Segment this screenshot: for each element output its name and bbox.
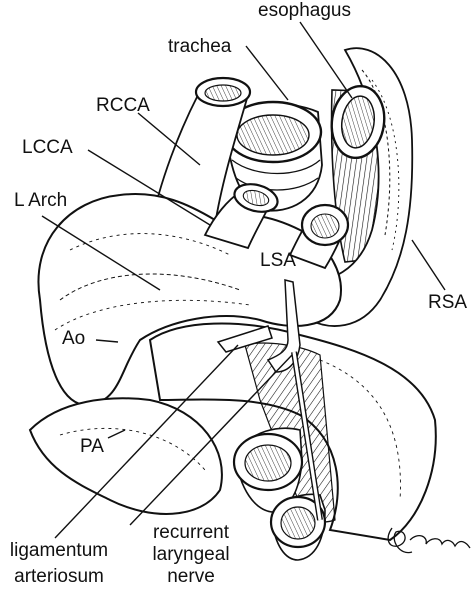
label-rsa: RSA	[428, 292, 468, 313]
label-esophagus: esophagus	[258, 0, 351, 21]
label-recurrent-laryngeal-nerve: recurrent laryngeal nerve	[136, 522, 246, 588]
label-ligamentum-line2: arteriosum	[14, 566, 104, 587]
leader-rsa	[411, 239, 446, 291]
label-trachea: trachea	[168, 36, 232, 57]
leader-ao	[95, 339, 119, 343]
leader-lcca	[87, 149, 211, 226]
pulmonary-artery	[28, 397, 223, 515]
label-l-arch: L Arch	[14, 190, 68, 211]
leader-pa	[107, 429, 126, 439]
ligamentum-band	[216, 325, 273, 353]
leader-recurrent	[129, 354, 293, 526]
label-ligamentum-line1: ligamentum	[9, 540, 109, 561]
aortic-arch	[37, 193, 342, 407]
label-ao: Ao	[62, 328, 86, 349]
label-recurrent-line2: laryngeal	[152, 544, 230, 565]
label-pa: PA	[80, 436, 104, 457]
label-lsa: LSA	[260, 250, 296, 271]
leader-l-arch	[41, 215, 161, 291]
label-lcca: LCCA	[22, 137, 73, 158]
leader-trachea	[245, 45, 289, 101]
leader-esophagus	[299, 21, 353, 99]
leader-rcca	[137, 112, 201, 166]
leader-lines	[41, 21, 446, 539]
leader-ligamentum	[54, 344, 239, 539]
label-recurrent-line3: nerve	[167, 566, 215, 587]
label-recurrent-line1: recurrent	[152, 522, 230, 543]
label-rcca: RCCA	[96, 95, 150, 116]
artist-signature	[387, 527, 471, 554]
label-ligamentum-arteriosum: ligamentum arteriosum	[0, 540, 118, 588]
